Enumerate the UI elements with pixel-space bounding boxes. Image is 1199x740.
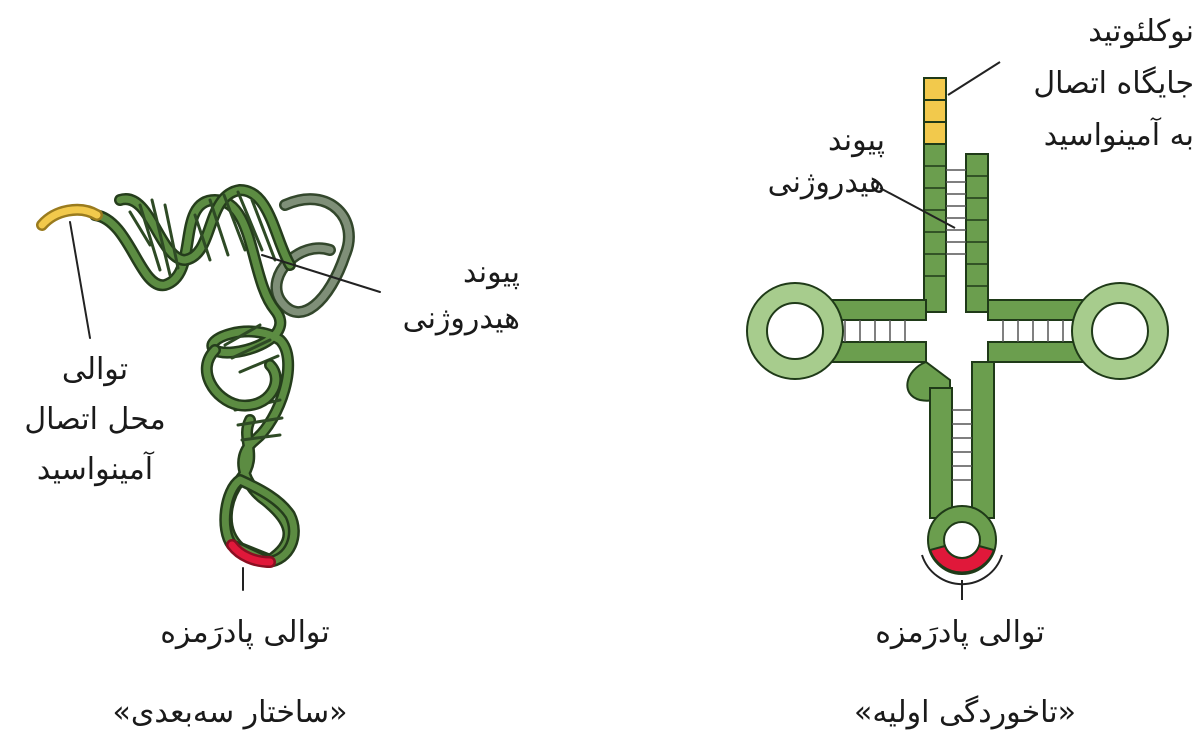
cloverleaf-left-stem: [924, 144, 946, 312]
left-bond-label-line2: هیدروژنی: [370, 296, 520, 342]
left-bond-label: پیوند هیدروژنی: [370, 250, 520, 342]
left-bond-label-line1: پیوند: [370, 250, 520, 296]
right-bond-label: پیوند هیدروژنی: [735, 120, 885, 204]
cloverleaf-amino-nucleotides: [924, 78, 946, 144]
left-amino-site-line3: آمینواسید: [5, 445, 185, 495]
right-bond-label-line1: پیوند: [735, 120, 885, 162]
right-nucleotide-line2: جایگاه اتصال: [980, 58, 1194, 110]
left-amino-site-line1: توالی: [5, 345, 185, 395]
left-amino-site-line2: محل اتصال: [5, 395, 185, 445]
right-nucleotide-line1: نوکلئوتید: [980, 6, 1194, 58]
cloverleaf-right-stem: [966, 154, 988, 312]
right-bond-label-line2: هیدروژنی: [735, 162, 885, 204]
right-nucleotide-line3: به آمینواسید: [980, 110, 1194, 162]
left-caption: «ساختار سه‌بعدی»: [80, 690, 380, 736]
right-caption: «تاخوردگی اولیه»: [815, 690, 1115, 736]
left-amino-site-label: توالی محل اتصال آمینواسید: [5, 345, 185, 495]
left-anticodon-label: توالی پادرَمزه: [115, 610, 375, 656]
right-anticodon-label: توالی پادرَمزه: [830, 610, 1090, 656]
right-nucleotide-label: نوکلئوتید جایگاه اتصال به آمینواسید: [980, 6, 1194, 162]
